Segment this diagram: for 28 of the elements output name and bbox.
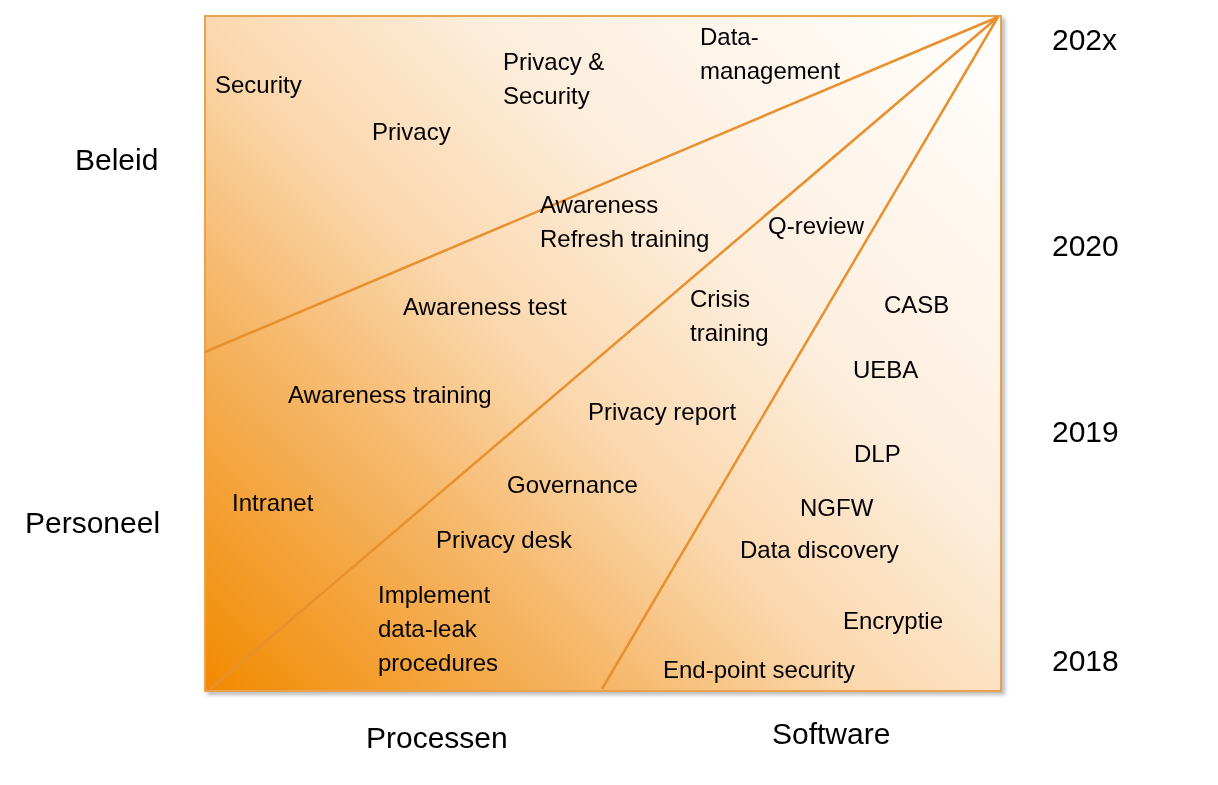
item-label: End-point security <box>663 655 856 685</box>
row-label: Personeel <box>25 505 161 541</box>
item-label: Security <box>215 70 302 100</box>
row-label: Beleid <box>75 142 159 178</box>
year-label: 2018 <box>1052 643 1119 679</box>
item-label: Encryptie <box>843 606 944 636</box>
item-label: Governance <box>507 470 638 500</box>
item-label: Implement data-leak procedures <box>378 580 500 678</box>
item-label: DLP <box>854 439 901 469</box>
year-label: 202x <box>1052 22 1118 58</box>
column-label: Software <box>772 716 891 752</box>
year-label: 2020 <box>1052 228 1119 264</box>
column-label: Processen <box>366 720 508 756</box>
item-label: Privacy & Security <box>503 47 606 111</box>
year-label: 2019 <box>1052 414 1119 450</box>
item-label: Data discovery <box>740 535 899 565</box>
item-label: CASB <box>884 290 950 320</box>
item-label: Data-management <box>700 22 842 86</box>
item-label: Intranet <box>232 488 314 518</box>
item-label: Privacy desk <box>436 525 573 555</box>
item-label: Awareness training <box>288 380 492 410</box>
item-label: NGFW <box>800 493 874 523</box>
item-label: Privacy <box>372 117 451 147</box>
item-label: Awareness test <box>403 292 567 322</box>
item-label: Privacy report <box>588 397 737 427</box>
item-label: UEBA <box>853 355 919 385</box>
item-label: Q-review <box>768 211 864 241</box>
item-label: Crisis training <box>690 284 770 348</box>
